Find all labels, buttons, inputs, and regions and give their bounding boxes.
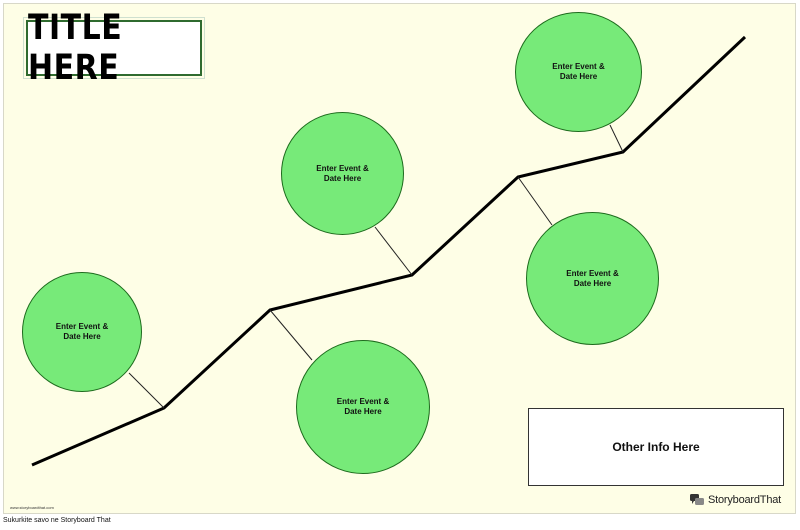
footer-note: Sukurkite savo ne Storyboard That [3,517,111,524]
event-connector [517,176,553,226]
event-label: Enter Event & Date Here [552,62,605,81]
event-circle[interactable]: Enter Event & Date Here [515,12,642,132]
event-circle[interactable]: Enter Event & Date Here [22,272,142,392]
page-title: TITLE HERE [28,7,123,89]
event-connector [609,124,624,153]
event-circle[interactable]: Enter Event & Date Here [296,340,430,474]
brand-logo: StoryboardThat [690,494,781,506]
brand-name: StoryboardThat [708,494,782,506]
event-label: Enter Event & Date Here [566,268,619,288]
event-label: Enter Event & Date Here [316,163,369,183]
event-label: Enter Event & Date Here [336,397,390,416]
storyboard-logo-icon [690,494,704,505]
event-circle[interactable]: Enter Event & Date Here [281,112,404,235]
event-circle[interactable]: Enter Event & Date Here [526,212,659,345]
watermark-url: www.storyboardthat.com [10,505,54,510]
info-box[interactable]: Other Info Here [528,408,784,486]
info-box-label: Other Info Here [612,440,700,454]
event-connector [374,226,413,276]
event-label: Enter Event & Date Here [55,322,109,341]
event-connector [269,309,313,361]
title-box[interactable]: TITLE HERE [23,8,205,88]
event-connector [128,372,165,409]
